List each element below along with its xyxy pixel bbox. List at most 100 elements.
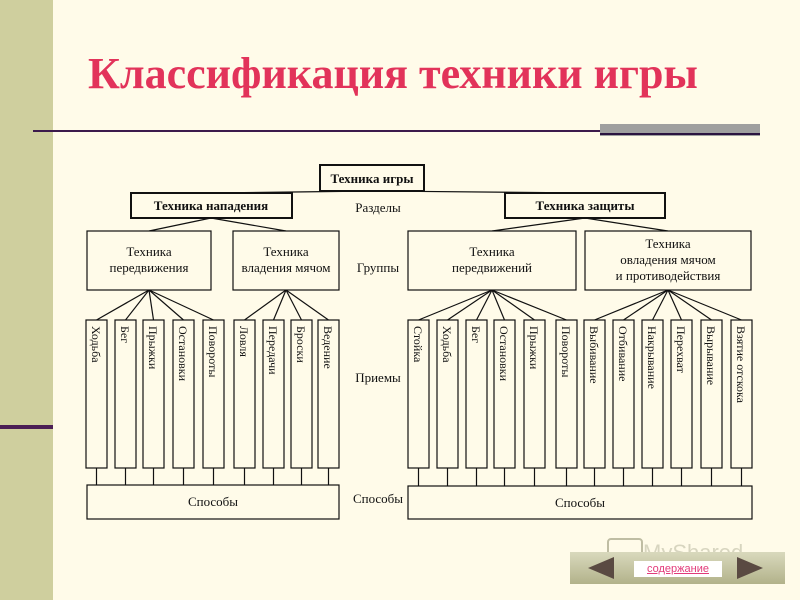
sidebar-divider [0,425,53,429]
connector-line [491,289,506,321]
connector-line [272,289,287,321]
connector-line [651,289,669,321]
connector-line [285,289,303,321]
title-underline [33,130,758,132]
technique-box [114,319,137,469]
technique-box [700,319,723,469]
methods-label-defense: Способы [555,495,605,510]
branch-label-defense: Техника защиты [536,198,635,213]
technique-label: Ловля [237,326,251,357]
group-label-ball-control-line1: Техника [263,244,309,259]
technique-label: Отбивание [616,326,630,381]
level-label-groups: Группы [357,260,399,275]
group-label-counteraction-line3: и противодействия [616,268,721,283]
next-arrow-icon[interactable] [737,557,763,579]
connector-line [667,289,683,321]
technique-box [317,319,340,469]
group-box-ball-control [232,230,340,291]
technique-label: Ведение [321,326,335,369]
technique-box [85,319,108,469]
methods-label-attack: Способы [188,494,238,509]
level-label-techniques: Приемы [355,370,401,385]
technique-box [202,319,225,469]
level-label-sections: Разделы [355,200,401,215]
technique-label: Взятие отскока [734,326,748,404]
navigation-bar: содержание [570,552,785,584]
connector-line [285,289,329,321]
technique-box [465,319,488,469]
technique-box [493,319,516,469]
connector-line [96,289,150,321]
root-box [319,164,425,192]
technique-box [172,319,195,469]
technique-box [555,319,578,469]
connector-line [210,217,287,232]
connector-line [148,289,184,321]
methods-box-defense [407,485,753,520]
technique-label: Выбивание [587,326,601,384]
group-label-counteraction-line2: овладения мячом [620,252,715,267]
connector-line [667,289,712,321]
connector-line [491,289,535,321]
technique-box [612,319,635,469]
group-box-counteraction [584,230,752,291]
connector-line [584,217,669,232]
technique-label: Остановки [497,326,511,382]
technique-columns: Ходьба Бег Прыжки Остановки Повороты Ловля Пер… [85,319,753,469]
technique-box [290,319,313,469]
diagram-connectors [95,190,743,486]
technique-box [262,319,285,469]
page-title: Классификация техники игры [88,49,698,98]
technique-box [523,319,546,469]
level-label-methods: Способы [353,491,403,506]
group-label-defense-movement-line1: Техника [469,244,515,259]
connector-line [491,289,567,321]
technique-label: Бег [118,326,132,343]
branch-box-defense [504,192,666,219]
technique-box [730,319,753,469]
prev-arrow-icon[interactable] [588,557,614,579]
connector-line [623,289,669,321]
technique-label: Передачи [266,326,280,375]
connector-line [475,289,493,321]
root-label: Техника игры [331,171,414,186]
group-label-movement-line1: Техника [126,244,172,259]
technique-box [641,319,664,469]
title-accent-stripe [600,133,760,135]
technique-box [436,319,459,469]
technique-box [583,319,606,469]
connector-line [594,289,669,321]
technique-label: Стойка [411,326,425,363]
group-label-counteraction-line1: Техника [645,236,691,251]
technique-label: Повороты [559,326,573,377]
technique-box [142,319,165,469]
connector-line [667,289,742,321]
technique-label: Ходьба [89,326,103,363]
branch-label-attack: Техника нападения [154,198,268,213]
group-box-defense-movement [407,230,577,291]
connector-line [244,289,287,321]
left-sidebar [0,0,53,600]
technique-label: Броски [294,326,308,363]
technique-label: Бег [469,326,483,343]
technique-label: Перехват [674,326,688,374]
technique-box [670,319,693,469]
connector-line [125,289,150,321]
connector-line [418,289,493,321]
connector-line [148,289,214,321]
technique-label: Прыжки [146,326,160,370]
connector-line [447,289,493,321]
technique-box [407,319,430,469]
connector-line [148,289,155,321]
technique-label: Накрывание [645,326,659,389]
technique-label: Повороты [206,326,220,377]
technique-label: Вырывание [704,326,718,385]
connector-line [148,217,212,232]
methods-box-attack [86,484,340,520]
technique-label: Прыжки [527,326,541,370]
technique-label: Ходьба [440,326,454,363]
toc-link[interactable]: содержание [634,561,722,577]
technique-label: Остановки [176,326,190,382]
branch-box-attack [130,192,293,219]
